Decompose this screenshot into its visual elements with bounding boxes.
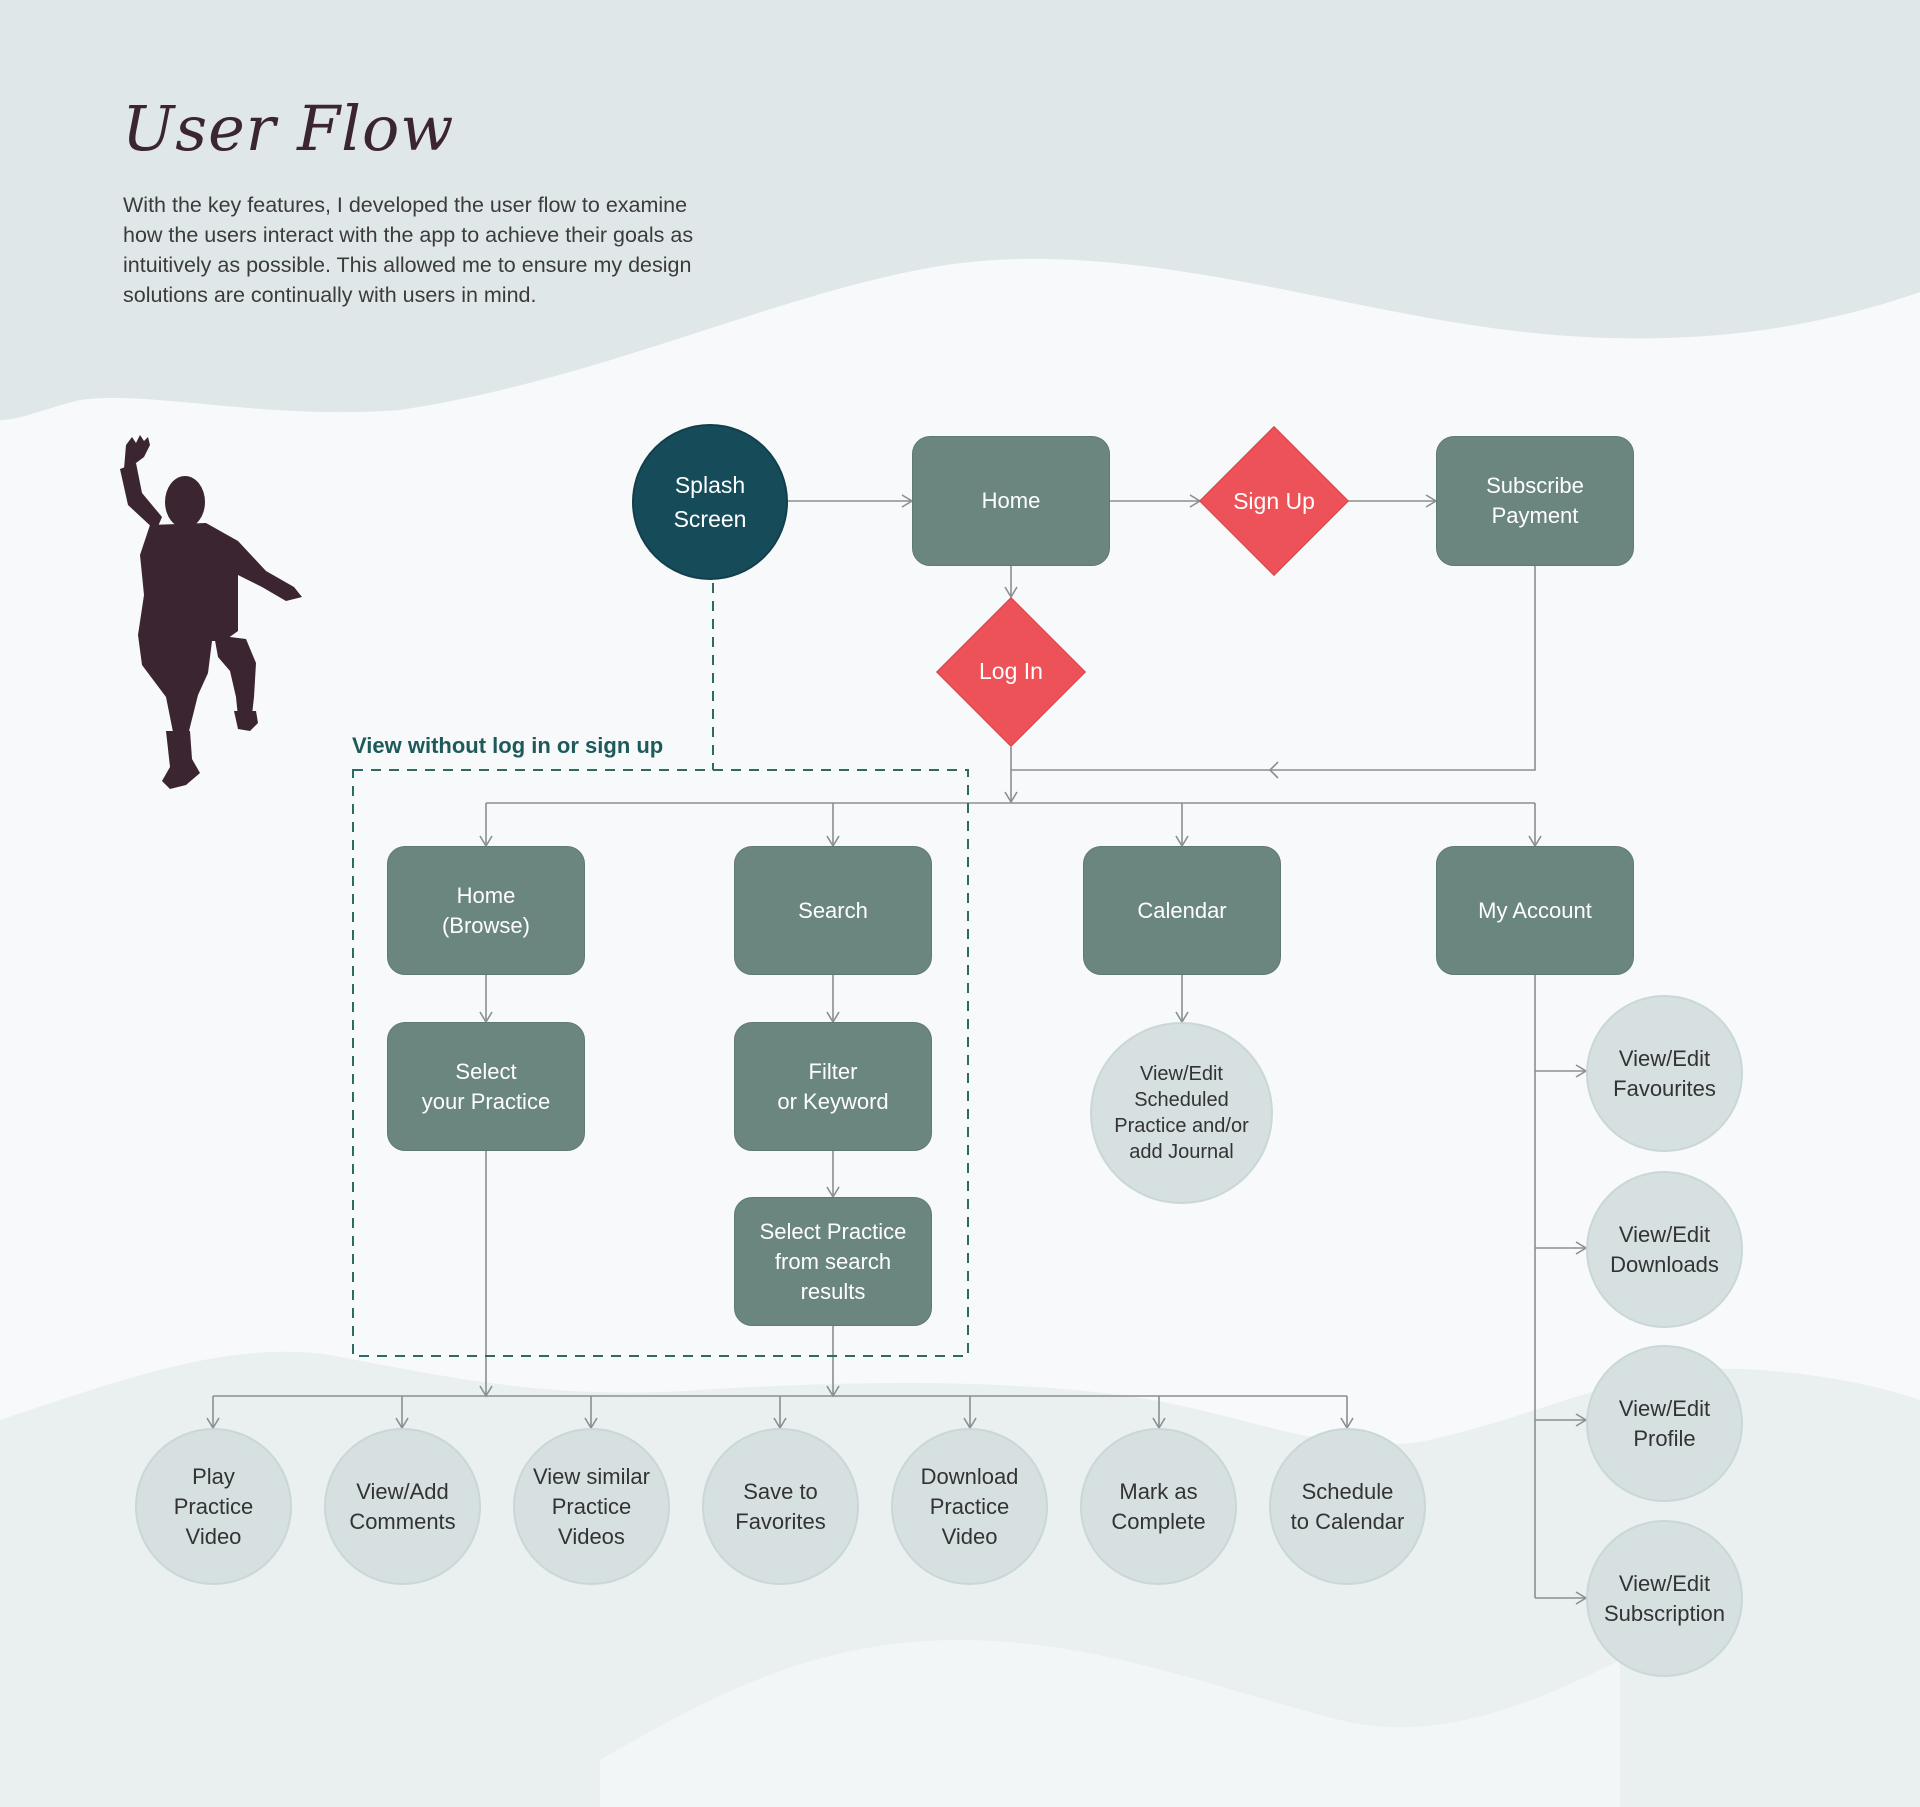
play-practice-video-node[interactable]: Play Practice Video (135, 1428, 292, 1585)
home-browse-node[interactable]: Home (Browse) (387, 846, 585, 975)
save-to-favorites-node[interactable]: Save to Favorites (702, 1428, 859, 1585)
return-arrow (1268, 761, 1279, 779)
calendar-node[interactable]: Calendar (1083, 846, 1281, 975)
select-search-result-node[interactable]: Select Practice from search results (734, 1197, 932, 1326)
view-add-comments-node[interactable]: View/Add Comments (324, 1428, 481, 1585)
select-practice-node[interactable]: Select your Practice (387, 1022, 585, 1151)
page-title: User Flow (122, 92, 455, 165)
edge-subscribe-return (1011, 566, 1536, 771)
download-practice-video-node[interactable]: Download Practice Video (891, 1428, 1048, 1585)
tai-chi-figure-icon (120, 435, 302, 789)
bottom-wave-light (600, 1640, 1620, 1807)
sign-up-label: Sign Up (1233, 487, 1315, 514)
view-similar-videos-node[interactable]: View similar Practice Videos (513, 1428, 670, 1585)
mark-as-complete-node[interactable]: Mark as Complete (1080, 1428, 1237, 1585)
filter-keyword-node[interactable]: Filter or Keyword (734, 1022, 932, 1151)
view-scheduled-practice-node[interactable]: View/Edit Scheduled Practice and/or add … (1090, 1022, 1273, 1204)
view-favourites-node[interactable]: View/Edit Favourites (1586, 995, 1743, 1152)
log-in-label: Log In (979, 657, 1043, 684)
my-account-node[interactable]: My Account (1436, 846, 1634, 975)
top-wave (0, 0, 1920, 420)
search-node[interactable]: Search (734, 846, 932, 975)
home-node[interactable]: Home (912, 436, 1110, 566)
view-subscription-node[interactable]: View/Edit Subscription (1586, 1520, 1743, 1677)
schedule-to-calendar-node[interactable]: Schedule to Calendar (1269, 1428, 1426, 1585)
subscribe-payment-node[interactable]: Subscribe Payment (1436, 436, 1634, 566)
guest-region-box (352, 769, 969, 1357)
intro-text: With the key features, I developed the u… (123, 193, 694, 307)
splash-screen-node[interactable]: Splash Screen (632, 424, 788, 580)
view-downloads-node[interactable]: View/Edit Downloads (1586, 1171, 1743, 1328)
guest-access-note: View without log in or sign up (352, 733, 664, 758)
view-profile-node[interactable]: View/Edit Profile (1586, 1345, 1743, 1502)
